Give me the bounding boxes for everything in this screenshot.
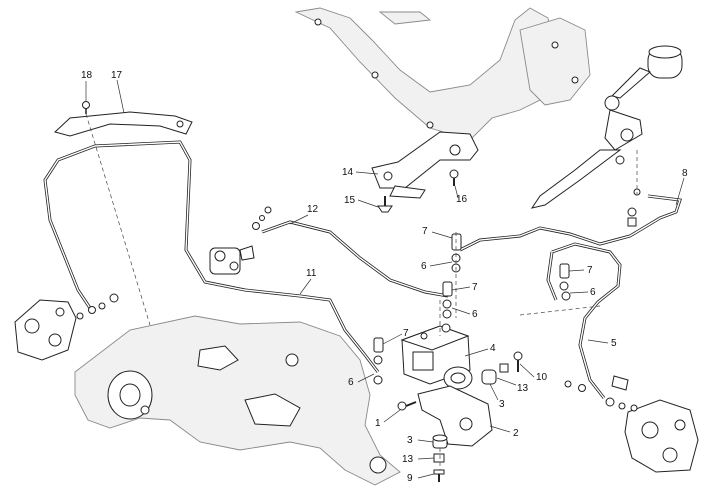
callout-3-a: 3 <box>499 399 505 410</box>
rear-brake-caliper <box>14 299 77 361</box>
callout-8: 8 <box>682 168 688 179</box>
hose-12 <box>261 220 449 298</box>
rubber-damper-3-bottom <box>432 434 448 449</box>
bolt-1 <box>397 401 417 411</box>
heat-guard-17 <box>53 111 193 137</box>
rear-caliper-bolts <box>76 293 119 320</box>
hose-5 <box>551 242 622 399</box>
callout-7-c: 7 <box>403 328 409 339</box>
callout-2: 2 <box>513 428 519 439</box>
hose-to-front-lower <box>546 251 558 301</box>
callout-18: 18 <box>81 70 93 81</box>
rear-caliper-hose <box>43 140 301 309</box>
swingarm-outline <box>74 315 401 486</box>
callout-7-d: 7 <box>587 265 593 276</box>
callout-6-d: 6 <box>590 287 596 298</box>
callout-15: 15 <box>344 195 356 206</box>
callout-5: 5 <box>611 338 617 349</box>
front-master-cylinder <box>530 45 683 209</box>
assembly-dashed-lines <box>85 113 638 470</box>
rear-master-cylinder <box>209 206 272 275</box>
abs-bracket-2 <box>417 385 493 447</box>
callout-6-b: 6 <box>472 309 478 320</box>
front-caliper-fittings <box>564 375 638 412</box>
screw-15 <box>377 196 393 213</box>
callout-3-b: 3 <box>407 435 413 446</box>
callout-labels: 18 17 14 15 16 12 11 8 7 6 7 6 7 6 7 6 5… <box>81 70 688 484</box>
callout-1: 1 <box>375 418 381 429</box>
bushing-13-right <box>499 363 509 373</box>
callout-14: 14 <box>342 167 354 178</box>
callout-11: 11 <box>306 268 317 279</box>
banjo-bolt-7-left <box>373 337 384 385</box>
screw-18 <box>82 101 90 114</box>
callout-leader-lines <box>85 79 685 479</box>
bolt-10 <box>513 351 523 372</box>
frame-outline <box>294 7 591 141</box>
rear-brake-pedal-bracket <box>371 131 479 199</box>
callout-9: 9 <box>407 473 413 484</box>
callout-12: 12 <box>307 204 319 215</box>
abs-modulator-unit <box>400 323 473 390</box>
callout-7-b: 7 <box>472 282 478 293</box>
bolt-16 <box>449 169 459 186</box>
callout-6-a: 6 <box>421 261 427 272</box>
banjo-bolt-7-right <box>559 263 571 301</box>
hose-11 <box>299 294 380 373</box>
callout-13-b: 13 <box>402 454 414 465</box>
screw-9 <box>433 469 445 482</box>
callout-6-c: 6 <box>348 377 354 388</box>
callout-17: 17 <box>111 70 123 81</box>
rubber-damper-3-top <box>481 369 497 385</box>
callout-7-a: 7 <box>422 226 428 237</box>
banjo-bolt-7-upper <box>451 233 462 273</box>
callout-13-a: 13 <box>517 383 529 394</box>
callout-16: 16 <box>456 194 468 205</box>
callout-10: 10 <box>536 372 548 383</box>
master-cylinder-banjo <box>627 188 641 227</box>
callout-4: 4 <box>490 343 496 354</box>
front-hose-upper <box>459 194 683 252</box>
banjo-bolt-7-middle <box>442 281 453 319</box>
front-brake-caliper <box>624 399 699 473</box>
bushing-13-bottom <box>433 453 445 463</box>
